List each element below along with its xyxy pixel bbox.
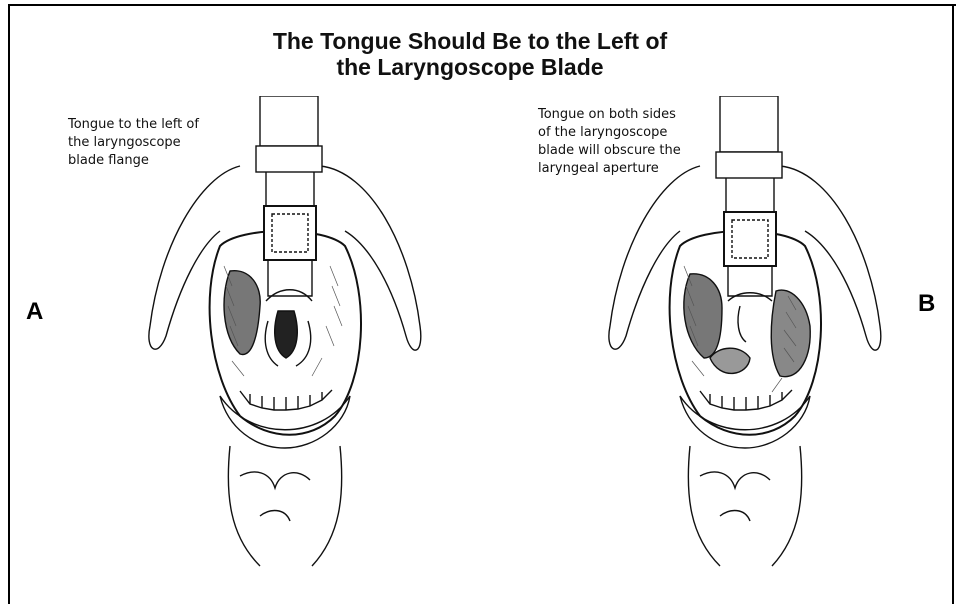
- tongue-right: [771, 290, 810, 377]
- illustration-panel-a: [140, 96, 460, 596]
- chin-folds: [240, 472, 310, 521]
- chin-outline: [688, 446, 801, 566]
- laryngoscope-handle: [260, 96, 318, 146]
- laryngoscope-collar: [716, 152, 782, 178]
- lower-lip: [220, 396, 350, 448]
- panel-label-a: A: [26, 298, 43, 326]
- figure-border-right: [952, 4, 954, 604]
- tongue-bulge: [710, 348, 750, 373]
- epiglottis: [728, 293, 772, 301]
- tongue-left: [224, 271, 260, 355]
- lower-lip: [680, 396, 810, 448]
- laryngoscope-blade: [728, 266, 772, 296]
- laryngoscope-handle: [720, 96, 778, 152]
- laryngoscope-collar: [256, 146, 322, 172]
- title-line-1: The Tongue Should Be to the Left of: [190, 28, 750, 54]
- panel-label-b: B: [918, 290, 935, 318]
- laryngoscope-shaft: [266, 172, 314, 206]
- chin-outline: [228, 446, 341, 566]
- illustration-panel-b: [600, 96, 920, 596]
- figure-border-left: [8, 4, 10, 604]
- laryngeal-aperture: [275, 311, 298, 358]
- title-line-2: the Laryngoscope Blade: [190, 54, 750, 80]
- figure-title: The Tongue Should Be to the Left of the …: [190, 28, 750, 80]
- chin-folds: [700, 472, 770, 521]
- tongue-left: [684, 274, 722, 358]
- laryngoscope-blade: [268, 260, 312, 296]
- figure-border-top: [8, 4, 956, 6]
- right-hand-outline: [320, 166, 421, 350]
- laryngoscope-shaft: [726, 178, 774, 212]
